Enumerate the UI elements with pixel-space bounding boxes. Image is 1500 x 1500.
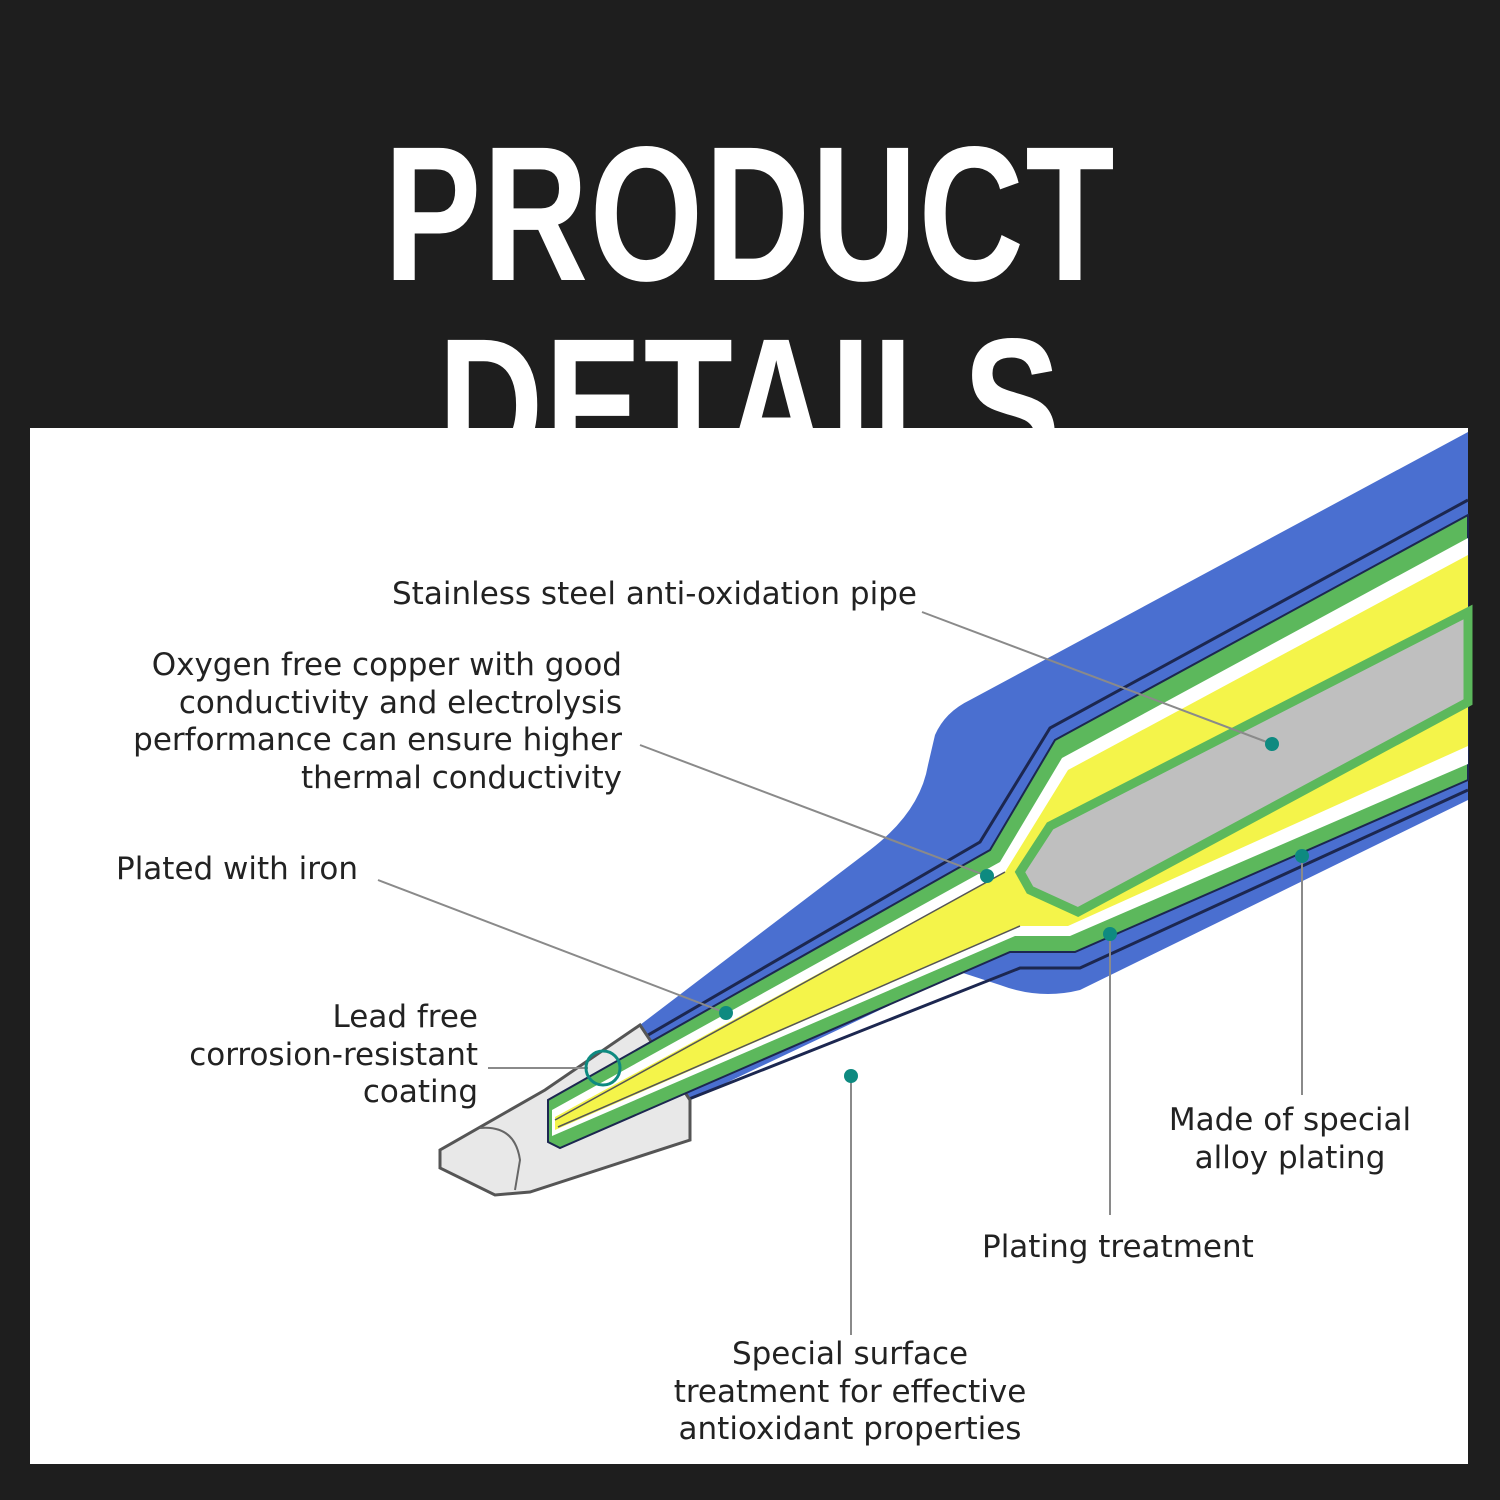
stainless-pipe-core <box>1014 604 1473 918</box>
label-oxygen-free-copper: Oxygen free copper with good conductivit… <box>100 647 622 797</box>
body-outline-lower <box>559 788 1469 1152</box>
label-line: Special surface <box>731 1336 969 1372</box>
label-line: coating <box>362 1074 478 1110</box>
label-line: alloy plating <box>1194 1139 1386 1176</box>
lead-free-marker-circle <box>584 1049 622 1087</box>
label-line: corrosion-resistant <box>189 1036 478 1073</box>
label-plating-treatment: Plating treatment <box>982 1229 1254 1265</box>
label-surface-treatment: Special surface treatment for effective … <box>650 1336 1050 1449</box>
tip-face <box>479 1126 522 1191</box>
dot-surface <box>844 1069 858 1083</box>
dot-plating <box>1103 927 1117 941</box>
dot-stainless <box>1265 737 1279 751</box>
label-line: treatment for effective <box>673 1373 1027 1410</box>
label-line: performance can ensure higher <box>133 722 622 758</box>
label-line: Lead free <box>332 999 478 1035</box>
label-lead-free-coating: Lead free corrosion-resistant coating <box>100 999 478 1112</box>
label-line: conductivity and electrolysis <box>178 684 622 721</box>
label-plated-iron: Plated with iron <box>116 851 358 887</box>
callout-dots <box>719 737 1309 1083</box>
dot-iron <box>719 1006 733 1020</box>
label-line: Oxygen free copper with good <box>151 647 622 683</box>
label-line: antioxidant properties <box>678 1411 1022 1447</box>
label-alloy-plating: Made of special alloy plating <box>1140 1102 1440 1177</box>
label-stainless-pipe: Stainless steel anti-oxidation pipe <box>392 576 917 612</box>
copper-core-yellow <box>555 555 1468 1130</box>
leader-lines <box>377 611 1303 1335</box>
body-outline-upper <box>544 498 1469 1097</box>
core-lines <box>554 871 1021 1128</box>
label-line: thermal conductivity <box>301 759 622 796</box>
dot-copper <box>980 869 994 883</box>
page-title: PRODUCT DETAILS <box>383 106 1117 513</box>
label-line: Made of special <box>1168 1102 1412 1138</box>
dot-alloy <box>1295 849 1309 863</box>
